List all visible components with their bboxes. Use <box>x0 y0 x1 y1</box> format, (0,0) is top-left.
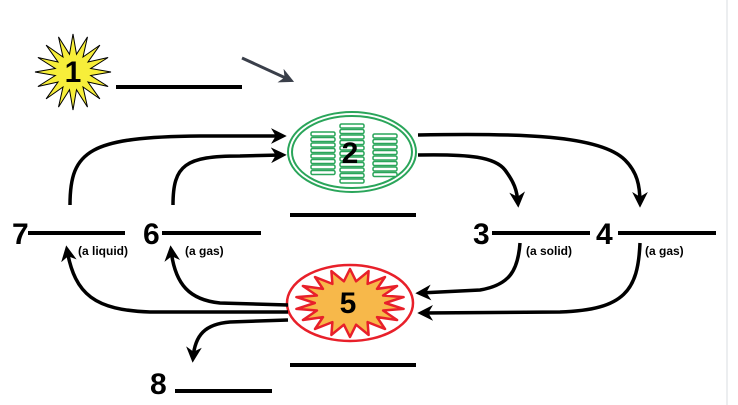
thylakoid <box>339 134 365 140</box>
label-number-5: 5 <box>340 287 357 320</box>
arrow-5-to-7 <box>61 245 288 314</box>
thylakoid <box>339 156 365 162</box>
thylakoid <box>339 161 365 168</box>
thylakoid <box>339 167 365 173</box>
arrow-5-to-6 <box>164 245 289 307</box>
thylakoid <box>310 158 336 165</box>
thylakoid <box>310 131 336 137</box>
arrow-2-to-3 <box>417 153 526 208</box>
thylakoid <box>310 147 336 154</box>
hint-3: (a solid) <box>526 244 572 258</box>
arrow-6-to-2 <box>171 147 287 206</box>
thylakoid <box>310 136 336 143</box>
arrow-7-to-2 <box>68 128 287 206</box>
label-number-4: 4 <box>596 218 613 251</box>
label-number-8: 8 <box>150 368 167 401</box>
label-number-1: 1 <box>65 56 82 89</box>
thylakoid <box>339 150 365 157</box>
pointer-arrow <box>241 56 295 83</box>
thylakoid <box>372 155 398 161</box>
thylakoid <box>339 139 365 146</box>
thylakoid <box>339 145 365 151</box>
label-number-6: 6 <box>143 218 160 251</box>
thylakoid <box>310 164 336 170</box>
thylakoid <box>372 166 398 172</box>
thylakoid <box>372 160 398 167</box>
hint-7: (a liquid) <box>78 244 128 258</box>
chloroplast-icon: 2 <box>287 111 417 193</box>
hint-4: (a gas) <box>645 244 684 258</box>
hint-6: (a gas) <box>185 244 224 258</box>
thylakoid <box>339 128 365 135</box>
sun-icon: 1 <box>34 33 112 111</box>
thylakoid <box>339 123 365 129</box>
thylakoid <box>310 169 336 176</box>
thylakoid <box>372 133 398 139</box>
thylakoid <box>310 153 336 159</box>
arrow-3-to-5 <box>415 242 522 301</box>
mitochondrion-icon: 5 <box>285 263 415 343</box>
thylakoid <box>372 149 398 156</box>
thylakoid <box>372 144 398 150</box>
thylakoid <box>372 138 398 145</box>
thylakoid <box>310 142 336 148</box>
label-number-7: 7 <box>12 218 29 251</box>
label-number-3: 3 <box>473 218 490 251</box>
arrow-5-to-8 <box>186 318 289 363</box>
thylakoid <box>339 172 365 179</box>
arrow-4-to-5 <box>417 242 642 321</box>
label-number-2: 2 <box>342 137 359 170</box>
arrow-2-to-4 <box>417 132 648 208</box>
thylakoid <box>339 178 365 184</box>
thylakoid <box>372 171 398 178</box>
